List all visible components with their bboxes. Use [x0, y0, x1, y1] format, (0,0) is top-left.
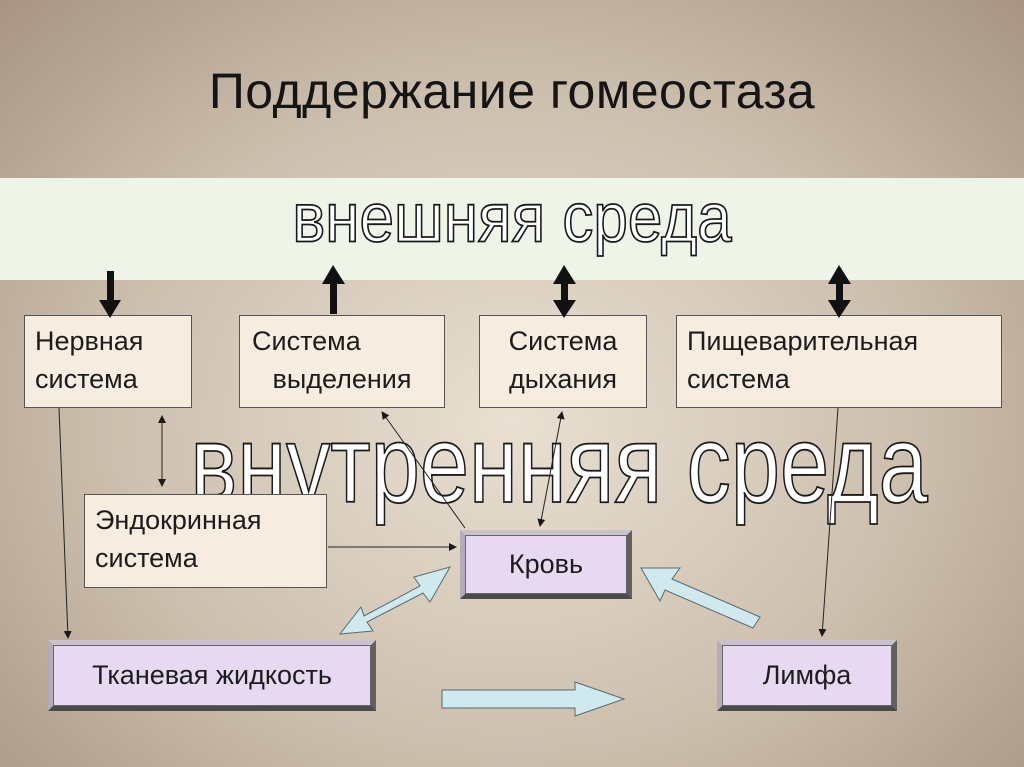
outer-environment-label: внешняя среда: [292, 179, 733, 258]
nervous-system-box: Нервная система: [24, 315, 192, 408]
excretory-output-arrow: [322, 265, 345, 314]
outer-environment-band: [0, 178, 1024, 280]
respiratory-system-box: Система дыхания: [479, 315, 647, 408]
excretory-system-line-1: Система: [252, 326, 361, 356]
endocrine-system-line-1: Эндокринная: [95, 505, 262, 535]
blood-tissue-flow-arrow: [338, 566, 452, 635]
blood-to-excretory-line: [381, 411, 466, 529]
lymph-box: Лимфа: [717, 640, 897, 711]
excretory-system-box: Система выделения: [239, 315, 445, 408]
digestive-system-box: Пищеварительная система: [676, 315, 1002, 408]
nervous-input-arrow: [99, 271, 121, 318]
blood-box: Кровь: [460, 530, 632, 599]
respiratory-system-line-2: дыхания: [509, 364, 617, 394]
nervous-system-line-2: система: [35, 364, 138, 394]
digestive-to-lymph-line: [818, 407, 839, 637]
tissue-fluid-box: Тканевая жидкость: [48, 640, 376, 711]
digestive-system-line-2: система: [687, 364, 790, 394]
nervous-system-line-1: Нервная: [35, 326, 144, 356]
digestive-exchange-arrow: [828, 265, 851, 318]
nervous-to-tissue-line: [58, 407, 72, 639]
endocrine-system-box: Эндокринная система: [84, 494, 327, 588]
lymph-to-blood-flow-arrow: [640, 567, 761, 629]
endocrine-system-line-2: система: [95, 543, 198, 573]
respiratory-blood-line: [537, 411, 565, 527]
digestive-system-line-1: Пищеварительная: [687, 326, 919, 356]
excretory-system-line-2: выделения: [272, 364, 412, 394]
tissue-to-lymph-flow-arrow: [441, 681, 626, 717]
respiratory-system-line-1: Система: [508, 326, 618, 356]
respiratory-exchange-arrow: [553, 265, 576, 318]
slide-title: Поддержание гомеостаза: [208, 63, 816, 119]
